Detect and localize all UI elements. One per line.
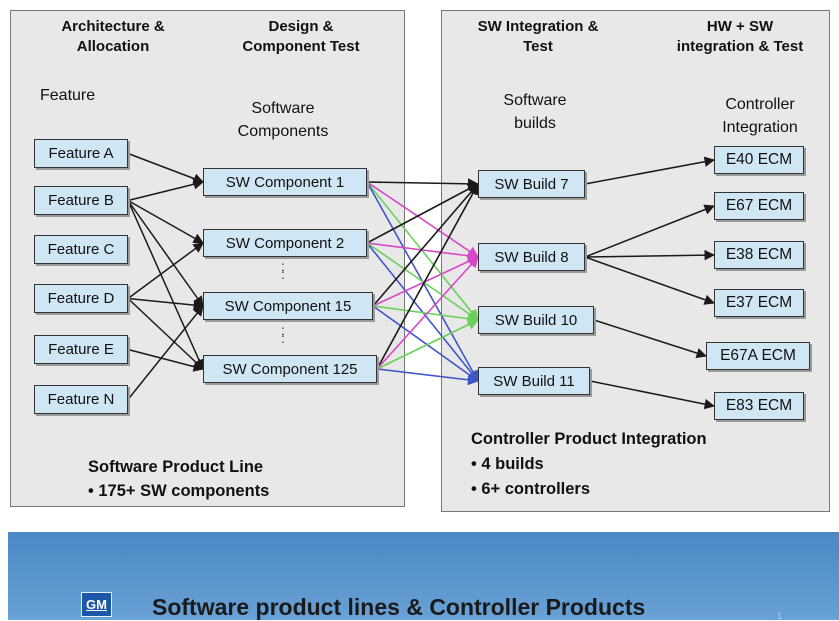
- controller-column-title: Controller Integration: [722, 96, 798, 136]
- feature-box-a: Feature A: [34, 139, 128, 168]
- controller-integration-bullet-controllers: • 6+ controllers: [471, 480, 591, 498]
- feature-column-title: Feature: [40, 87, 96, 104]
- ellipsis-upper: ::: [281, 258, 285, 282]
- feature-to-component-arrow: [127, 348, 205, 372]
- component-to-build-arrow: [366, 183, 479, 244]
- feature-to-component-arrow: [127, 179, 205, 202]
- build-to-controller-arrow: [589, 380, 716, 410]
- build-to-controller-arrow: [584, 256, 715, 305]
- controller-box-e38: E38 ECM: [714, 241, 804, 269]
- controller-box-e67: E67 ECM: [714, 192, 804, 220]
- feature-box-b: Feature B: [34, 186, 128, 215]
- controller-box-e67a: E67A ECM: [706, 342, 810, 370]
- title-banner: [8, 532, 839, 620]
- feature-to-component-arrow: [127, 242, 204, 300]
- component-to-build-arrow: [372, 183, 479, 307]
- component-to-build-arrow: [372, 305, 479, 382]
- component-box-125: SW Component 125: [203, 355, 377, 383]
- feature-to-component-arrow: [127, 200, 204, 370]
- component-to-build-arrow: [366, 242, 479, 321]
- feature-to-component-arrow: [127, 152, 204, 184]
- feature-box-e: Feature E: [34, 335, 128, 364]
- feature-box-c: Feature C: [34, 235, 128, 264]
- feature-to-component-arrow: [127, 200, 204, 307]
- build-to-controller-arrow: [584, 156, 716, 185]
- controller-integration-bullet-builds: • 4 builds: [471, 455, 544, 473]
- gm-logo: GM: [81, 592, 112, 617]
- component-box-15: SW Component 15: [203, 292, 373, 320]
- header-hw-sw-integration-test: HW + SW integration & Test: [676, 18, 804, 55]
- feature-to-component-arrow: [127, 199, 204, 244]
- controller-integration-summary-title: Controller Product Integration: [471, 430, 707, 448]
- build-box-10: SW Build 10: [478, 306, 594, 334]
- component-to-build-arrow: [366, 181, 479, 321]
- build-box-8: SW Build 8: [478, 243, 585, 271]
- controller-box-e83: E83 ECM: [714, 392, 804, 420]
- component-to-build-arrow: [376, 256, 479, 370]
- ellipsis-lower: ::: [281, 322, 285, 346]
- component-to-build-arrow: [376, 368, 480, 386]
- feature-box-n: Feature N: [34, 385, 128, 414]
- header-architecture-allocation: Architecture & Allocation: [61, 18, 165, 55]
- build-to-controller-arrow: [593, 319, 707, 359]
- component-to-build-arrow: [366, 181, 479, 258]
- controller-box-e40: E40 ECM: [714, 146, 804, 174]
- header-design-component-test: Design & Component Test: [242, 18, 360, 55]
- build-box-7: SW Build 7: [478, 170, 585, 198]
- build-to-controller-arrow: [584, 249, 716, 261]
- feature-to-component-arrow: [127, 297, 205, 311]
- build-box-11: SW Build 11: [478, 367, 590, 395]
- controller-box-e37: E37 ECM: [714, 289, 804, 317]
- product-line-summary-title: Software Product Line: [88, 458, 264, 476]
- component-box-2: SW Component 2: [203, 229, 367, 257]
- component-to-build-arrow: [376, 183, 479, 370]
- builds-column-title: Software builds: [503, 92, 567, 132]
- slide-title: Software product lines & Controller Prod…: [152, 594, 646, 620]
- build-to-controller-arrow: [584, 204, 715, 258]
- component-to-build-arrow: [376, 319, 480, 370]
- component-box-1: SW Component 1: [203, 168, 367, 196]
- product-line-summary-bullet: • 175+ SW components: [88, 482, 270, 500]
- component-to-build-arrow: [372, 305, 480, 325]
- component-to-build-arrow: [366, 178, 480, 190]
- header-sw-integration-test: SW Integration & Test: [477, 18, 599, 55]
- component-to-build-arrow: [366, 242, 480, 262]
- feature-box-d: Feature D: [34, 284, 128, 313]
- feature-to-component-arrow: [127, 297, 204, 370]
- page-number: 1: [777, 611, 783, 621]
- feature-to-component-arrow: [127, 305, 204, 400]
- components-column-title: Software Components: [237, 100, 329, 140]
